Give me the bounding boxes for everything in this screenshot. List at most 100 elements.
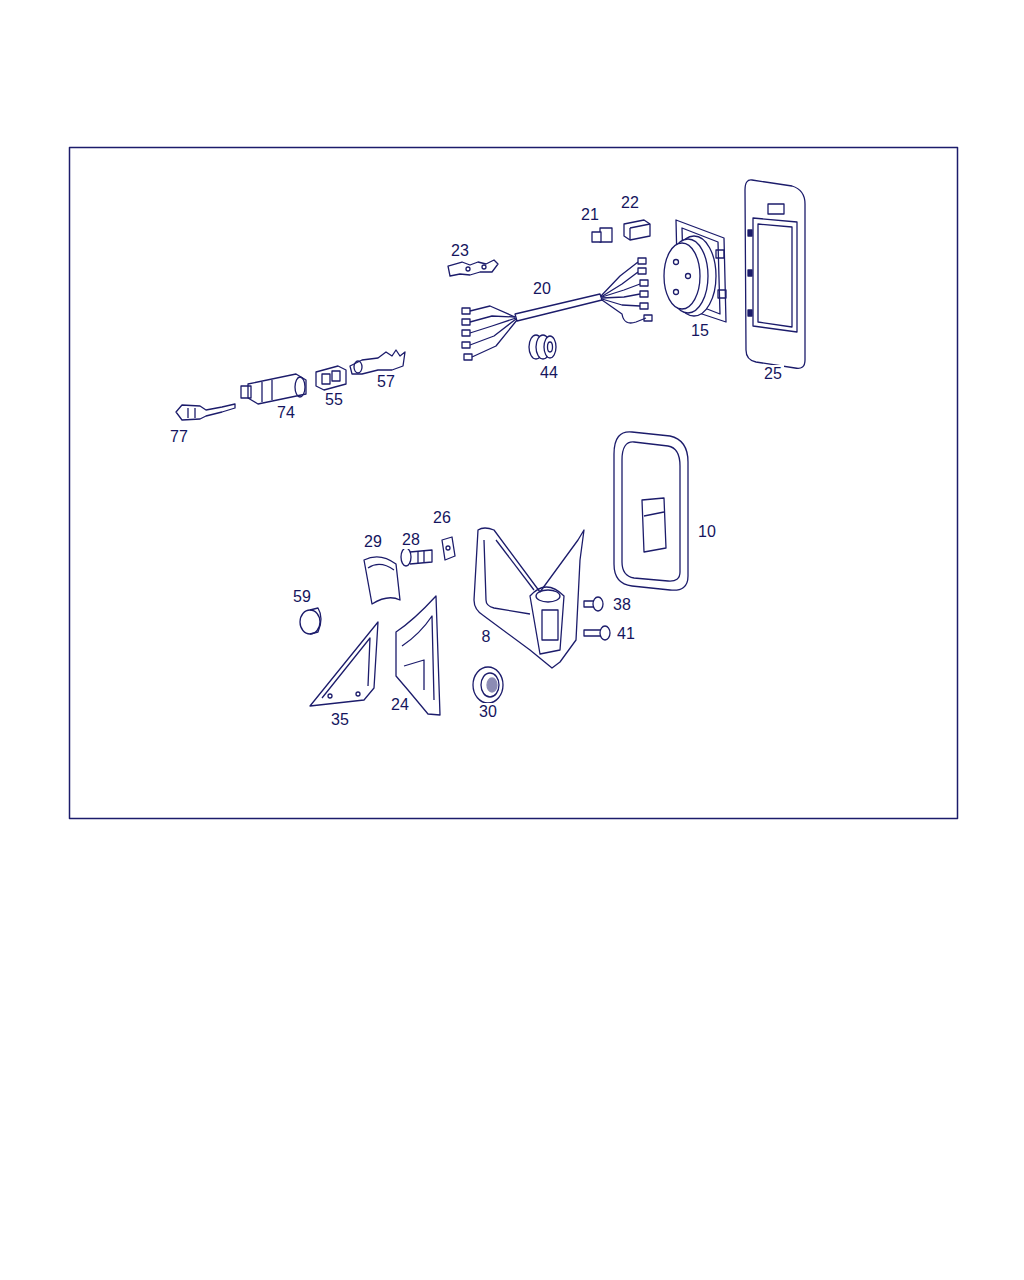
screw-41 — [600, 626, 610, 640]
terminal-57 — [350, 350, 405, 374]
callout-number: 21 — [579, 206, 601, 224]
mirror-housing-10 — [642, 498, 666, 552]
callout-number: 74 — [275, 404, 297, 422]
callout-number: 55 — [323, 391, 345, 409]
screw-41 — [584, 626, 610, 640]
bolt-28 — [410, 550, 432, 564]
connector-55 — [322, 374, 330, 384]
wiring-harness-20 — [462, 342, 470, 348]
housing-74 — [241, 374, 306, 404]
connector-55 — [332, 371, 340, 381]
terminal-57 — [354, 361, 362, 373]
clip-23 — [448, 260, 498, 276]
wiring-harness-20 — [644, 315, 652, 321]
bolt-28 — [401, 548, 411, 566]
clip-26 — [442, 537, 455, 560]
housing-74 — [295, 377, 305, 397]
wiring-harness-20 — [638, 258, 646, 264]
callout-number: 20 — [531, 280, 553, 298]
bracket-plate-29 — [364, 557, 400, 604]
wiring-harness-20 — [470, 306, 515, 317]
callout-number: 29 — [362, 533, 384, 551]
seal-30 — [481, 673, 499, 697]
mirror-glass-25 — [758, 224, 792, 327]
mirror-motor-15 — [674, 290, 679, 295]
relay-22 — [630, 224, 650, 228]
callout-number: 77 — [168, 428, 190, 446]
mirror-arm-8 — [474, 528, 584, 668]
callout-number: 44 — [538, 364, 560, 382]
wiring-harness-20 — [640, 291, 648, 297]
clip-23 — [466, 267, 470, 271]
terminal-77 — [194, 408, 195, 418]
housing-74 — [241, 386, 251, 398]
callout-number: 10 — [696, 523, 718, 541]
frame — [70, 148, 958, 819]
mirror-glass-25 — [745, 180, 805, 368]
relay-22 — [624, 220, 650, 240]
mirror-motor-15 — [718, 290, 726, 298]
mirror-motor-15 — [674, 260, 679, 265]
callout-number: 35 — [329, 711, 351, 729]
wiring-harness-20 — [472, 320, 517, 357]
wiring-harness-20 — [602, 299, 640, 306]
seal-30 — [473, 667, 503, 703]
cover-35 — [310, 622, 378, 706]
bracket-plate-29 — [364, 557, 400, 604]
terminal-77 — [187, 408, 188, 418]
cover-35 — [356, 692, 360, 696]
mirror-housing-10 — [614, 432, 688, 590]
callout-number: 28 — [400, 531, 422, 549]
housing-74 — [271, 380, 272, 400]
mirror-arm-8 — [474, 528, 584, 668]
mirror-arm-8 — [530, 587, 564, 654]
mirror-motor-15 — [664, 220, 726, 322]
mirror-arm-8 — [484, 540, 530, 614]
callout-number: 59 — [291, 588, 313, 606]
clip-26 — [446, 546, 450, 550]
grommet-44 — [529, 335, 556, 359]
wiring-harness-20 — [470, 319, 516, 345]
mirror-glass-25 — [748, 310, 752, 316]
mirror-housing-10 — [622, 442, 680, 581]
terminal-77 — [176, 404, 235, 420]
cap-59 — [310, 608, 321, 634]
connector-21 — [600, 228, 612, 242]
bolt-28 — [423, 550, 424, 562]
callout-number: 22 — [619, 194, 641, 212]
screw-38 — [584, 597, 603, 611]
callout-number: 24 — [389, 696, 411, 714]
screw-41 — [584, 630, 601, 636]
housing-74 — [248, 374, 306, 404]
seal-30 — [473, 667, 503, 703]
bolt-28 — [401, 548, 432, 566]
wiring-harness-20 — [515, 294, 602, 321]
terminal-57 — [350, 350, 405, 374]
callout-number: 30 — [477, 703, 499, 721]
callout-number: 38 — [611, 596, 633, 614]
relay-22 — [624, 220, 650, 240]
cover-24 — [404, 660, 424, 690]
callout-number: 8 — [480, 628, 493, 646]
screw-38 — [593, 597, 603, 611]
screw-38 — [584, 601, 594, 607]
mirror-motor-15 — [716, 250, 724, 258]
seal-30 — [487, 678, 497, 692]
clip-23 — [482, 265, 486, 269]
wiring-harness-20 — [640, 303, 648, 309]
wiring-harness-20 — [601, 272, 638, 297]
cover-24 — [402, 616, 434, 700]
clip-26 — [442, 537, 455, 560]
wiring-harness-20 — [464, 354, 472, 360]
connector-55 — [316, 366, 346, 390]
wiring-harness-20 — [462, 308, 470, 314]
callout-number: 57 — [375, 373, 397, 391]
grommet-44 — [548, 342, 553, 352]
connector-21 — [592, 232, 601, 242]
connector-55 — [316, 366, 346, 390]
callout-number: 41 — [615, 625, 637, 643]
callout-number: 23 — [449, 242, 471, 260]
